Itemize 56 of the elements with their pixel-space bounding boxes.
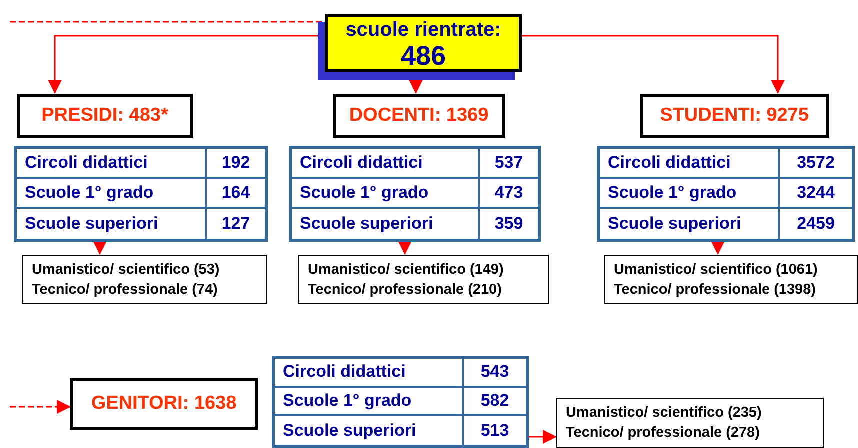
count-cell-text: 2459 — [796, 213, 836, 235]
count-cell: 3244 — [780, 179, 852, 209]
category-cell: Scuole superiori — [292, 209, 480, 239]
breakdown-text: Tecnico/ professionale (74) — [32, 280, 219, 300]
count-cell: 473 — [480, 179, 538, 209]
category-cell: Circoli didattici — [292, 149, 480, 179]
arrow — [529, 430, 557, 444]
breakdown-text: Tecnico/ professionale (210) — [308, 280, 503, 300]
category-box — [640, 94, 829, 138]
count-cell: 543 — [464, 359, 526, 388]
data-table — [272, 356, 529, 448]
count-cell: 164 — [207, 179, 265, 209]
count-cell: 537 — [480, 149, 538, 179]
data-table — [289, 146, 541, 242]
total-count: 486 — [400, 42, 448, 70]
category-box — [333, 94, 505, 138]
count-cell-text: 127 — [220, 213, 252, 235]
arrow — [398, 241, 412, 255]
category-title: GENITORI: 1638 — [91, 393, 237, 415]
category-title: DOCENTI: 1369 — [349, 105, 489, 127]
category-cell: Circoli didattici — [275, 359, 464, 388]
breakdown-text: Umanistico/ scientifico (53) — [32, 260, 221, 280]
breakdown-text: Umanistico/ scientifico (149) — [308, 260, 505, 280]
data-table — [14, 146, 268, 242]
breakdown-text: Umanistico/ scientifico (1061) — [614, 260, 819, 280]
count-cell: 582 — [464, 388, 526, 416]
breakdown-text: Tecnico/ professionale (1398) — [614, 280, 817, 300]
category-cell: Scuole 1° grado — [292, 179, 480, 209]
category-cell: Circoli didattici — [17, 149, 207, 179]
category-box — [70, 378, 258, 430]
category-cell: Scuole 1° grado — [275, 388, 464, 416]
breakdown-box — [22, 255, 267, 304]
breakdown-text: Umanistico/ scientifico (235) — [566, 404, 763, 423]
category-cell: Scuole superiori — [600, 209, 780, 239]
title-text: scuole rientrate: — [344, 18, 502, 42]
count-cell: 192 — [207, 149, 265, 179]
category-cell: Scuole 1° grado — [600, 179, 780, 209]
category-box — [17, 94, 193, 138]
category-cell: Scuole superiori — [17, 209, 207, 239]
category-cell: Scuole 1° grado — [17, 179, 207, 209]
breakdown-box — [298, 255, 549, 304]
data-table — [597, 146, 855, 242]
category-cell: Scuole superiori — [275, 416, 464, 445]
category-title: PRESIDI: 483* — [42, 105, 168, 127]
count-cell: 3572 — [780, 149, 852, 179]
breakdown-box — [604, 255, 858, 304]
breakdown-text: Tecnico/ professionale (278) — [566, 424, 761, 443]
category-title: STUDENTI: 9275 — [660, 105, 809, 127]
breakdown-box — [556, 398, 824, 448]
arrow — [522, 35, 785, 94]
count-cell-text: 513 — [480, 420, 510, 442]
arrow — [93, 241, 107, 255]
arrow — [711, 241, 725, 255]
category-cell: Circoli didattici — [600, 149, 780, 179]
count-cell-text: 359 — [494, 213, 524, 235]
arrow — [10, 400, 71, 414]
